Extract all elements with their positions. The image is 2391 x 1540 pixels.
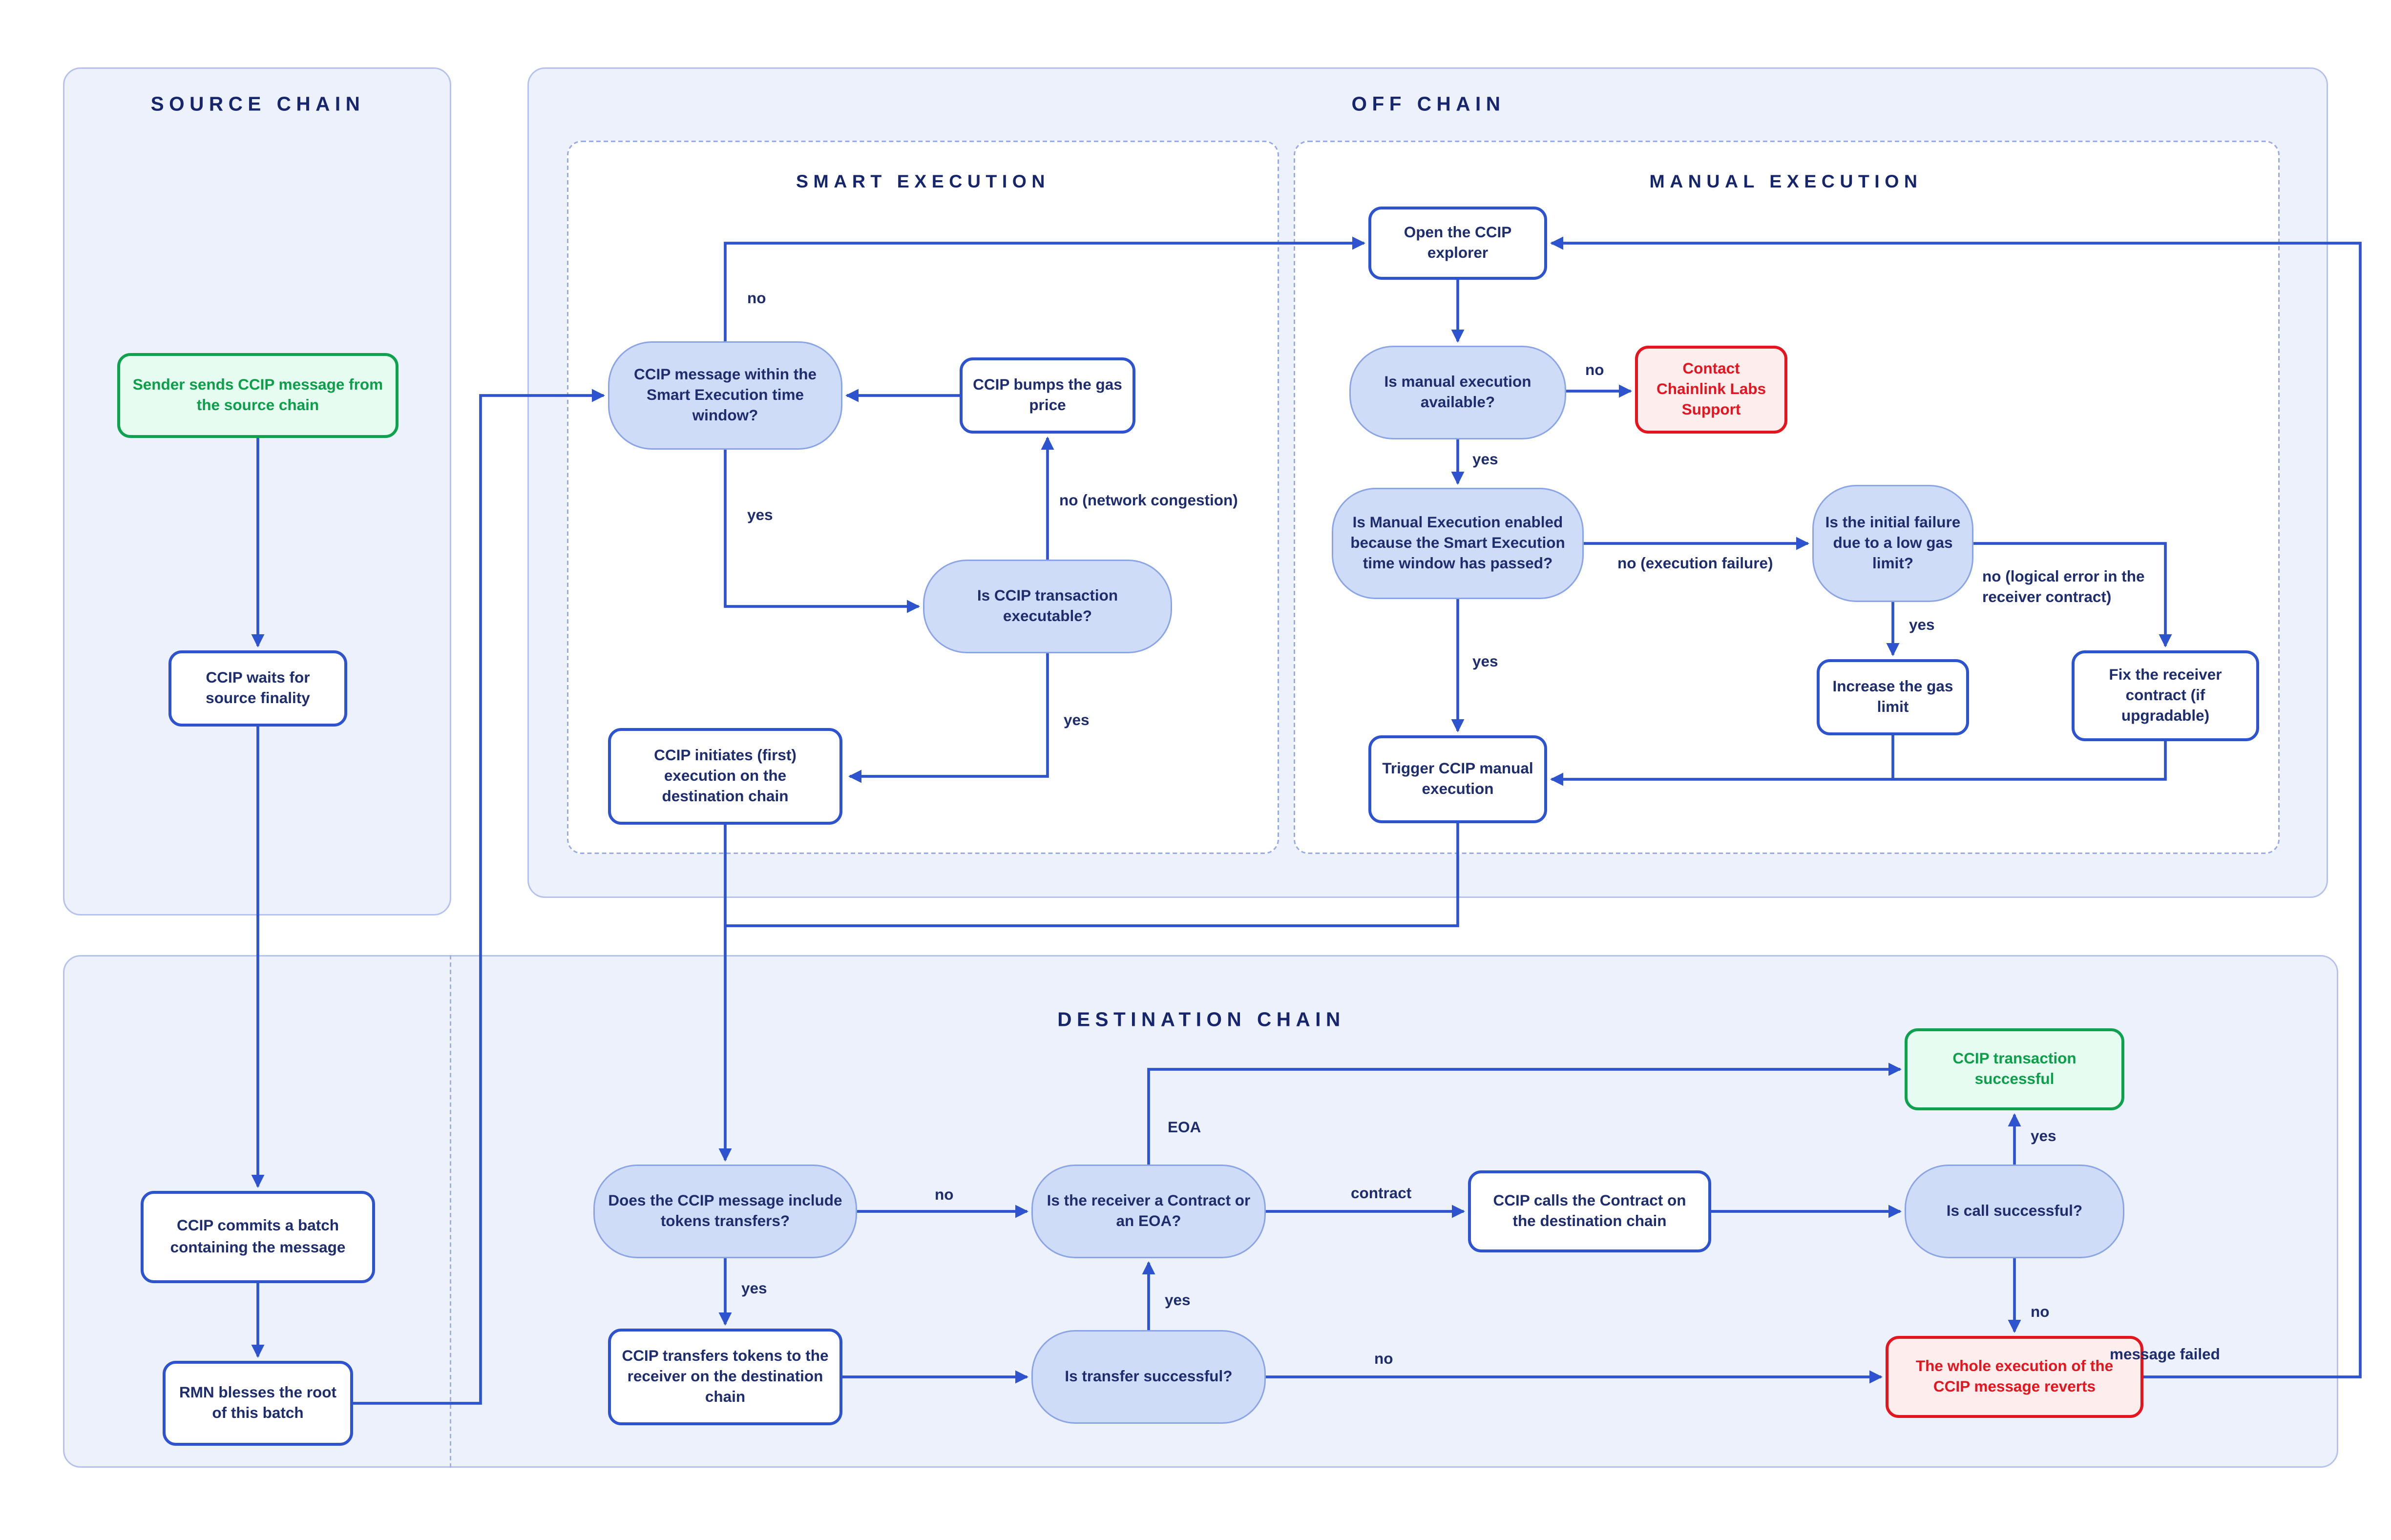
edge-label-initial-yes: yes <box>1909 617 1935 634</box>
edge-label-transfer-no: no <box>1374 1351 1393 1368</box>
panel-title-smart-execution: SMART EXECUTION <box>796 171 1050 192</box>
panel-title-destination-chain: DESTINATION CHAIN <box>1057 1008 1345 1031</box>
edge-label-available-yes: yes <box>1472 451 1498 469</box>
node-ccip-waits: CCIP waits for source finality <box>168 650 347 727</box>
node-transfer-successful: Is transfer successful? <box>1031 1330 1266 1424</box>
edge-label-initial-no: no (logical error in the receiver contra… <box>1982 568 2145 606</box>
edge-label-receiver-contract: contract <box>1351 1185 1412 1203</box>
edge-message-failed-to-explorer <box>1550 236 2362 1378</box>
node-transfers-tokens: CCIP transfers tokens to the receiver on… <box>608 1329 842 1425</box>
destination-left-divider <box>450 955 451 1468</box>
node-open-explorer: Open the CCIP explorer <box>1368 207 1547 280</box>
node-manual-available: Is manual execution available? <box>1349 346 1566 439</box>
panel-title-off-chain: OFF CHAIN <box>1351 93 1506 115</box>
edge-receiver-eoa-to-success <box>1147 1062 1902 1165</box>
edge-label-receiver-eoa: EOA <box>1168 1119 1201 1137</box>
node-rmn-blesses: RMN blesses the root of this batch <box>163 1361 353 1446</box>
node-includes-tokens: Does the CCIP message include tokens tra… <box>593 1165 857 1258</box>
edge-label-executable-no: no (network congestion) <box>1059 492 1238 510</box>
node-contact-support: Contact Chainlink Labs Support <box>1635 346 1787 434</box>
edge-label-executable-yes: yes <box>1064 712 1090 729</box>
panel-title-source-chain: SOURCE CHAIN <box>150 93 365 115</box>
edge-label-enabled-yes: yes <box>1472 653 1498 671</box>
node-is-executable: Is CCIP transaction executable? <box>923 560 1172 653</box>
node-initiates-execution: CCIP initiates (first) execution on the … <box>608 728 842 825</box>
edge-window-yes-to-executable <box>724 450 920 613</box>
edge-rmn-to-within-window <box>353 389 605 1405</box>
node-trigger-manual: Trigger CCIP manual execution <box>1368 735 1547 823</box>
panel-title-manual-execution: MANUAL EXECUTION <box>1649 171 1923 192</box>
node-ccip-commits: CCIP commits a batch containing the mess… <box>141 1191 375 1283</box>
edge-trigger-to-trunk <box>725 823 1459 927</box>
edge-initial-no-to-fix <box>1973 542 2172 647</box>
node-sender-sends: Sender sends CCIP message from the sourc… <box>117 353 398 438</box>
edge-label-tokens-yes: yes <box>741 1280 767 1298</box>
edge-label-message-failed: message failed <box>2110 1346 2220 1364</box>
edge-executable-yes-to-initiates <box>848 653 1049 783</box>
node-increase-gas: Increase the gas limit <box>1817 659 1969 735</box>
edge-label-window-no: no <box>747 290 766 308</box>
edge-label-window-yes: yes <box>747 507 773 524</box>
node-calls-contract: CCIP calls the Contract on the destinati… <box>1468 1170 1711 1252</box>
edge-label-transfer-yes: yes <box>1165 1292 1191 1310</box>
edge-label-enabled-no: no (execution failure) <box>1617 555 1773 573</box>
edge-label-call-yes: yes <box>2031 1128 2056 1145</box>
node-manual-enabled: Is Manual Execution enabled because the … <box>1332 488 1584 599</box>
edge-label-available-no: no <box>1585 362 1604 379</box>
edge-window-no-to-explorer <box>724 236 1365 341</box>
node-call-successful: Is call successful? <box>1905 1165 2124 1258</box>
edge-label-call-no: no <box>2031 1304 2050 1321</box>
node-receiver-type: Is the receiver a Contract or an EOA? <box>1031 1165 1266 1258</box>
node-within-window: CCIP message within the Smart Execution … <box>608 341 842 450</box>
node-tx-successful: CCIP transaction successful <box>1905 1028 2124 1110</box>
node-bumps-gas: CCIP bumps the gas price <box>960 357 1135 434</box>
node-execution-reverts: The whole execution of the CCIP message … <box>1886 1336 2143 1418</box>
node-initial-failure: Is the initial failure due to a low gas … <box>1812 485 1973 602</box>
node-fix-receiver: Fix the receiver contract (if upgradable… <box>2072 650 2259 741</box>
edge-fix-to-trigger <box>1550 741 2167 786</box>
edge-label-tokens-no: no <box>935 1186 954 1204</box>
